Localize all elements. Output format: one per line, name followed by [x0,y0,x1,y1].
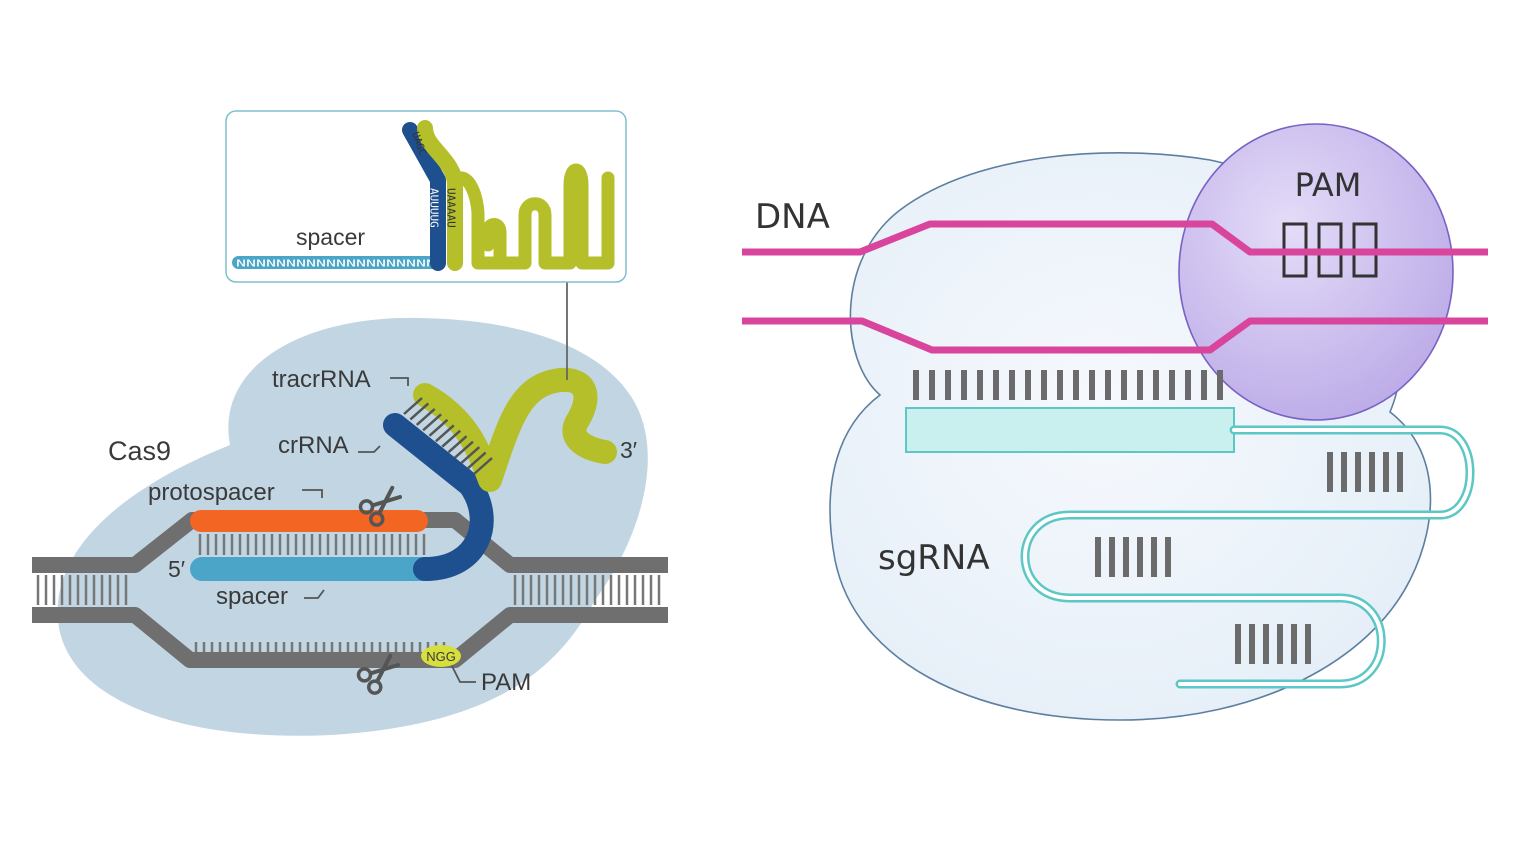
tracrRNA-leader [390,377,409,386]
pam-label-left: PAM [481,669,531,696]
rna-pair-tick [434,424,455,443]
inset-tracr-stem-bases: UAAAAU [445,188,458,228]
rna-pair-tick [415,407,436,426]
rna-pair-tick [428,418,449,437]
protospacer-leader [302,489,323,498]
rna-pair-tick [422,413,442,432]
rna-pair-tick [466,451,487,470]
scissors-icon-bottom [356,653,400,695]
sgRNA-label: sgRNA [878,538,990,578]
inset-spacer-sequence: NNNNNNNNNNNNNNNNNNNN [236,259,436,270]
dna-bottom-strand [32,607,668,668]
sgRNA-spacer-block [905,407,1235,453]
crRNA-label: crRNA [278,432,349,459]
dna-strand-lower [742,317,1488,354]
cas9-label: Cas9 [108,436,171,466]
dna-strand-upper [742,220,1488,256]
right-panel: PAM DNA sgRNA [742,123,1488,721]
rna-pair-tick [403,397,423,415]
pam-label-right: PAM [1295,166,1362,204]
tracrRNA-strand [413,367,617,492]
dna-base-pairs [36,534,661,652]
sgRNA-inset: spacer NNNNNNNNNNNNNNNNNNNN AUUUUG UAAAA… [225,110,627,283]
protospacer-bar [190,510,428,532]
crRNA-leader [358,445,381,453]
rna-pair-tick [454,440,474,459]
rna-pairing-ticks [403,397,493,475]
sgRNA-base-ticks-1 [1327,452,1403,492]
left-panel: NGG Cas9 tracrRNA crRNA protospacer 5′ s… [32,110,668,736]
rna-pair-tick [460,446,481,465]
three-prime-label: 3′ [620,437,637,463]
inset-crRNA-stem [402,122,446,271]
inset-crRNA-stem-bases: AUUUUG [428,188,441,228]
ngg-label: NGG [426,649,456,664]
dna-label: DNA [755,197,830,237]
spacer-leader [304,589,325,599]
rna-pair-tick [447,435,468,454]
pam-leader-line [451,665,476,683]
inset-tracr-hairpins [448,163,615,270]
inset-spacer-bar [232,256,442,269]
sgRNA-base-ticks-2 [1095,537,1171,577]
rna-pair-tick [473,457,493,475]
tracrRNA-label: tracrRNA [272,366,371,393]
five-prime-label: 5′ [168,556,185,582]
rna-pair-tick [441,429,462,448]
protospacer-label: protospacer [148,479,275,506]
crRNA-strand [383,413,494,581]
pam-ngg-marker [421,645,461,667]
sgRNA-base-ticks-3 [1235,624,1311,664]
target-base-pair-ticks [913,370,1223,400]
spacer-label: spacer [216,583,288,610]
pam-domain [1178,123,1454,421]
inset-spacer-label: spacer [296,224,365,250]
scissors-icon-top [358,485,402,527]
spacer-bar [190,557,440,581]
rna-pair-tick [409,402,430,421]
